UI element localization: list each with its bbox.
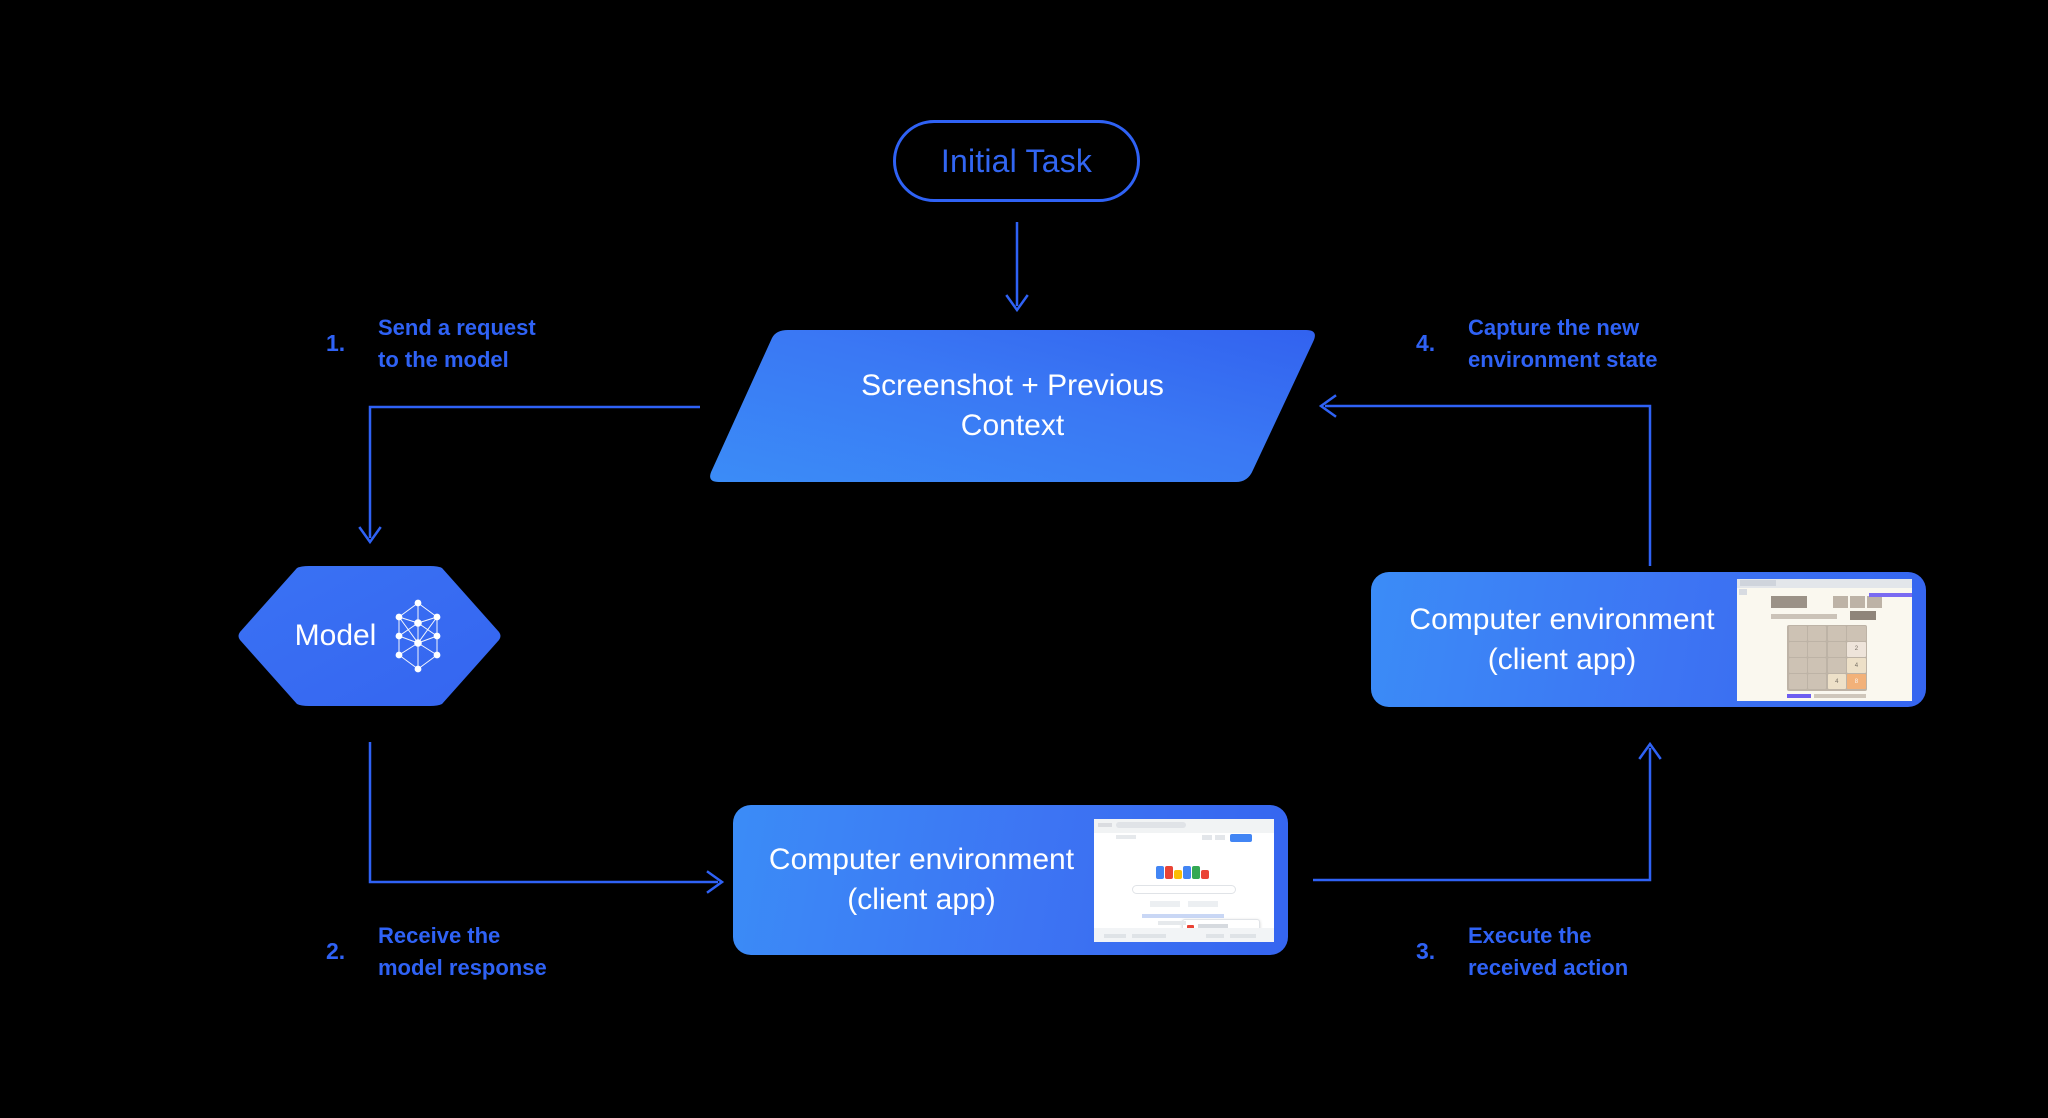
hexagon-shape (238, 566, 501, 706)
step-3-number: 3. (1416, 938, 1436, 965)
tile (1788, 658, 1807, 673)
google-buttons (1150, 900, 1218, 907)
search-button[interactable] (1150, 900, 1180, 907)
header-link-1 (1202, 834, 1212, 840)
env-right-text: Computer environment (client app) (1371, 600, 1737, 680)
tile (1827, 658, 1846, 673)
env-bottom-line-1: Computer environment (768, 843, 1075, 877)
score-box-3 (1867, 595, 1882, 608)
header-link-text (1869, 592, 1912, 597)
env-bottom-line-2: (client app) (847, 883, 996, 916)
node-screenshot-context[interactable]: Screenshot + Previous Context (706, 330, 1319, 482)
screenshot-context-text: Screenshot + Previous Context (706, 330, 1319, 482)
node-computer-environment-right[interactable]: Computer environment (client app) (1371, 572, 1926, 707)
footer-link-3[interactable] (1206, 933, 1224, 938)
arrow-env-bottom-to-env-right (1313, 741, 1662, 882)
node-model[interactable]: Model (237, 566, 502, 706)
arrow-context-to-model (358, 405, 700, 545)
footer-link-1[interactable] (1104, 933, 1126, 938)
model-label: Model (294, 619, 377, 652)
browser-url-chip (1739, 588, 1747, 595)
thumbnail-2048-game[interactable]: 2 4 4 8 (1737, 578, 1912, 701)
step-4-text: Capture the new environment state (1468, 315, 1658, 372)
offered-in-languages (1142, 913, 1224, 918)
step-2-text: Receive the model response (378, 923, 547, 980)
neural-network-icon (395, 599, 441, 673)
google-logo-icon (1156, 861, 1212, 879)
step-label-2: 2. Receive the model response (326, 920, 547, 984)
tile (1827, 642, 1846, 657)
footer-link (1787, 693, 1811, 698)
context-line-1: Screenshot + Previous (861, 369, 1164, 403)
browser-tab (1740, 579, 1776, 586)
address-bar (1116, 821, 1186, 828)
model-content: Model (237, 566, 502, 706)
initial-task-label: Initial Task (940, 142, 1093, 179)
tile: 2 (1847, 642, 1866, 657)
sign-in-button[interactable] (1230, 833, 1252, 842)
lucky-button[interactable] (1188, 900, 1218, 907)
tile (1827, 626, 1846, 641)
popup-title (1198, 923, 1228, 928)
step-2-number: 2. (326, 938, 346, 965)
arrow-initial-to-context (1005, 222, 1029, 313)
node-computer-environment-bottom[interactable]: Computer environment (client app) (733, 805, 1288, 955)
tile (1788, 642, 1807, 657)
tile (1788, 674, 1807, 689)
google-search-input[interactable] (1132, 884, 1236, 894)
score-box-1 (1833, 595, 1848, 608)
game-2048-screenshot: 2 4 4 8 (1737, 578, 1912, 701)
header-link-2 (1215, 834, 1225, 840)
step-1-number: 1. (326, 330, 346, 357)
site-title-block (1771, 595, 1807, 608)
footer-text (1814, 693, 1866, 698)
step-label-4: 4. Capture the new environment state (1416, 312, 1658, 376)
parallelogram-shape (710, 330, 1315, 482)
tile: 4 (1847, 658, 1866, 673)
footer-link-4[interactable] (1230, 933, 1256, 938)
footer-link-2[interactable] (1132, 933, 1166, 938)
tile (1808, 658, 1827, 673)
arrow-env-right-to-context (1318, 394, 1652, 566)
env-right-line-2: (client app) (1487, 642, 1637, 676)
tile (1808, 626, 1827, 641)
node-initial-task[interactable]: Initial Task (893, 120, 1140, 202)
step-label-1: 1. Send a request to the model (326, 312, 536, 376)
game-board: 2 4 4 8 (1787, 624, 1867, 691)
new-game-button[interactable] (1850, 610, 1876, 620)
step-4-number: 4. (1416, 330, 1436, 357)
tile (1788, 626, 1807, 641)
step-3-text: Execute the received action (1468, 923, 1629, 980)
window-controls (1098, 822, 1112, 827)
tile (1847, 626, 1866, 641)
arrow-model-to-env-bottom (368, 742, 725, 894)
thumbnail-google-search[interactable] (1094, 818, 1274, 942)
subtitle-text (1771, 613, 1837, 619)
google-footer (1094, 927, 1274, 942)
step-1-text: Send a request to the model (378, 315, 536, 372)
env-right-line-1: Computer environment (1409, 602, 1715, 636)
score-box-2 (1850, 595, 1865, 608)
country-label (1158, 920, 1186, 925)
step-label-3: 3. Execute the received action (1416, 920, 1628, 984)
google-screenshot (1094, 818, 1274, 942)
context-line-2: Context (960, 409, 1065, 442)
tile: 8 (1847, 674, 1866, 689)
browser-topbar (1737, 578, 1912, 588)
tile (1808, 642, 1827, 657)
tile: 4 (1827, 674, 1846, 689)
env-bottom-text: Computer environment (client app) (733, 840, 1094, 920)
tile (1808, 674, 1827, 689)
bookmark-row (1116, 834, 1136, 839)
